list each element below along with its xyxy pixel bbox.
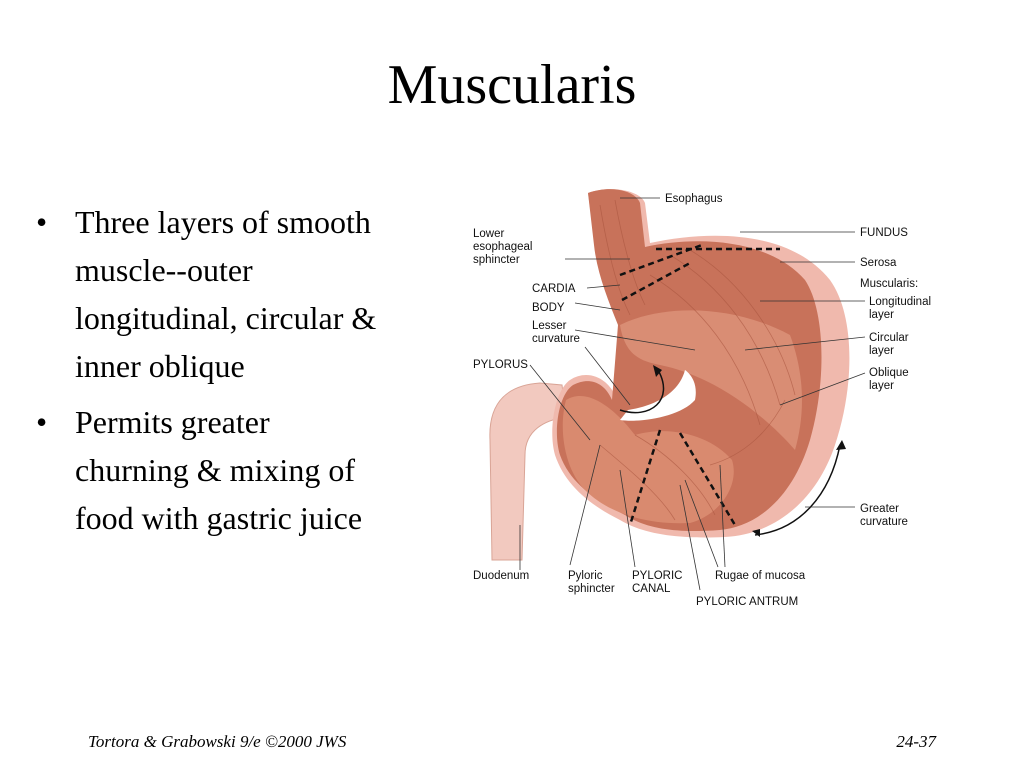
bullet-dot-icon: • — [36, 404, 48, 440]
bullet-dot-icon: • — [36, 204, 48, 240]
label-oblique-layer-line1: Oblique — [869, 367, 909, 379]
leader-lines — [519, 197, 866, 591]
label-pylorus: PYLORUS — [473, 359, 528, 371]
lesser-curvature — [620, 370, 696, 421]
slide-title: Muscularis — [387, 54, 637, 116]
bullet-text: Three layers of smooth muscle--outer lon… — [75, 204, 377, 384]
bullet-item: • Three layers of smooth muscle--outer lo… — [30, 198, 390, 390]
arrow-head-icon — [752, 529, 760, 537]
arrow-head-icon — [836, 440, 846, 450]
label-rugae-of-mucosa: Rugae of mucosa — [715, 570, 806, 582]
label-oblique-layer-line2: layer — [869, 380, 894, 392]
label-lower-esophageal-sphincter-line1: Lower — [473, 228, 504, 240]
label-greater-curvature-line1: Greater — [860, 503, 899, 515]
bullet-text: Permits greater churning & mixing of foo… — [75, 404, 363, 536]
footer-slide-number: 24-37 — [896, 732, 936, 751]
label-lower-esophageal-sphincter-line2: esophageal — [473, 241, 532, 253]
label-duodenum: Duodenum — [473, 570, 529, 582]
label-circular-layer-line1: Circular — [869, 332, 909, 344]
label-muscularis: Muscularis: — [860, 278, 918, 290]
label-pyloric-canal-line2: CANAL — [632, 583, 671, 595]
label-pyloric-sphincter-line2: sphincter — [568, 583, 615, 595]
label-longitudinal-layer-line1: Longitudinal — [869, 296, 931, 308]
label-pyloric-sphincter-line1: Pyloric — [568, 570, 603, 582]
label-lower-esophageal-sphincter-line3: sphincter — [473, 254, 520, 266]
label-serosa: Serosa — [860, 257, 897, 269]
label-lesser-curvature-line2: curvature — [532, 333, 580, 345]
bullet-list: • Three layers of smooth muscle--outer lo… — [30, 198, 390, 550]
label-pyloric-antrum: PYLORIC ANTRUM — [696, 596, 798, 605]
pyloric-region — [562, 395, 734, 524]
duodenum-shape — [489, 382, 567, 561]
label-circular-layer-line2: layer — [869, 345, 894, 357]
label-esophagus: Esophagus — [665, 193, 723, 205]
label-greater-curvature-line2: curvature — [860, 516, 908, 528]
label-lesser-curvature-line1: Lesser — [532, 320, 567, 332]
label-pyloric-canal-line1: PYLORIC — [632, 570, 683, 582]
arrow-head-icon — [653, 365, 662, 377]
stomach-illustration: Esophagus Lower esophageal sphincter CAR… — [473, 189, 931, 605]
label-body: BODY — [532, 302, 565, 314]
region-dashed-lines — [619, 243, 780, 526]
footer-citation: Tortora & Grabowski 9/e ©2000 JWS — [88, 732, 347, 751]
label-longitudinal-layer-line2: layer — [869, 309, 894, 321]
bullet-item: • Permits greater churning & mixing of fo… — [30, 398, 390, 542]
stomach-diagram: Esophagus Lower esophageal sphincter CAR… — [470, 185, 940, 605]
label-fundus: FUNDUS — [860, 227, 908, 239]
label-cardia: CARDIA — [532, 283, 576, 295]
